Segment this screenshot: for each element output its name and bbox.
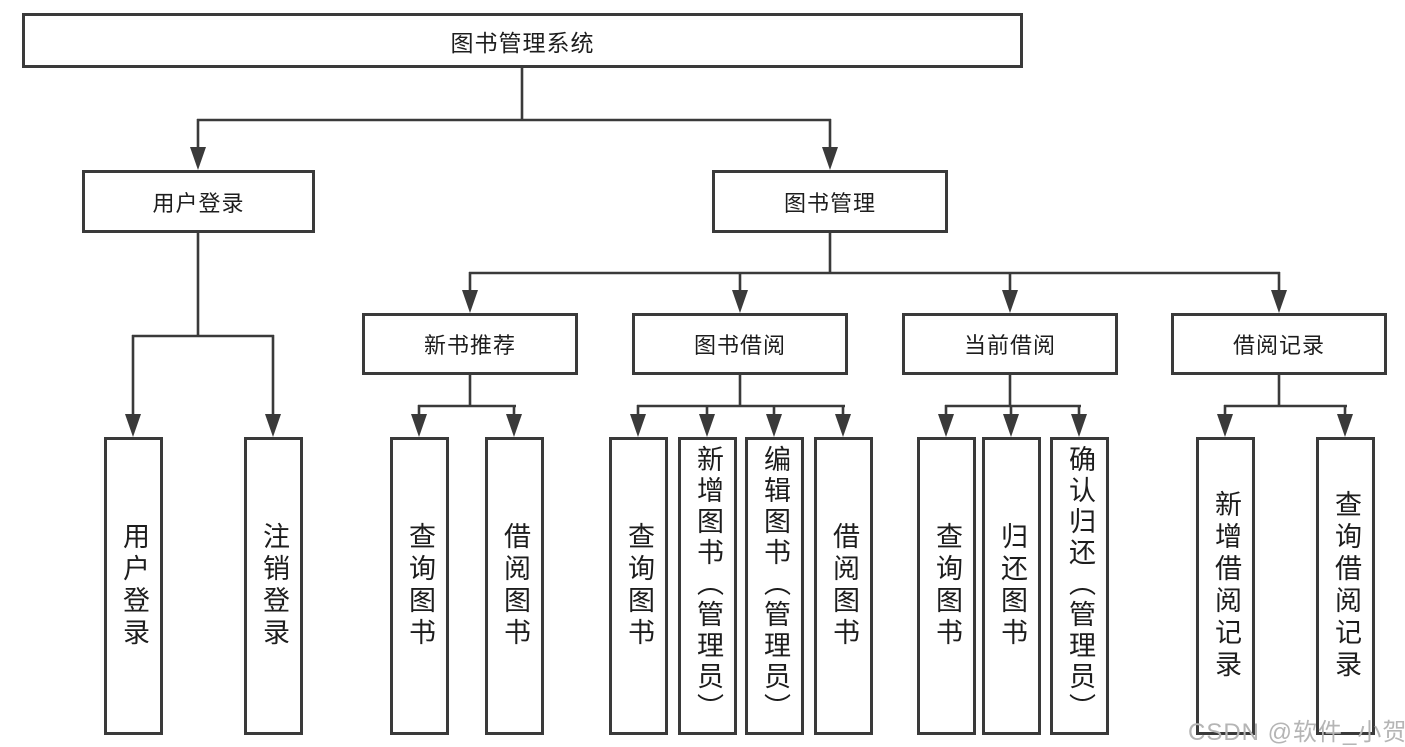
node-borrow-records-label: 借阅记录 bbox=[1232, 333, 1325, 358]
node-user-login-label: 用户登录 bbox=[152, 190, 245, 216]
leaf-add-book-admin: 新增图书（管理员） bbox=[678, 437, 737, 735]
leaf-query-book-current-label: 查询图书 bbox=[932, 522, 962, 650]
leaf-borrow-book-recommend-label: 借阅图书 bbox=[500, 522, 530, 650]
node-user-login: 用户登录 bbox=[82, 170, 315, 233]
leaf-add-book-admin-label: 新增图书（管理员） bbox=[693, 445, 723, 724]
leaf-query-book-borrow: 查询图书 bbox=[609, 437, 668, 735]
leaf-add-borrow-record-label: 新增借阅记录 bbox=[1211, 490, 1241, 682]
connector-newbookrec-to-leaves bbox=[411, 375, 522, 437]
leaf-logout-label: 注销登录 bbox=[259, 522, 289, 650]
leaf-borrow-book: 借阅图书 bbox=[814, 437, 873, 735]
node-book-management: 图书管理 bbox=[712, 170, 948, 233]
node-book-management-label: 图书管理 bbox=[783, 190, 876, 216]
leaf-user-login: 用户登录 bbox=[104, 437, 163, 735]
leaf-query-book-current: 查询图书 bbox=[917, 437, 976, 735]
node-root-label: 图书管理系统 bbox=[450, 29, 595, 56]
node-root: 图书管理系统 bbox=[22, 13, 1023, 68]
connector-userlogin-to-leaves bbox=[125, 233, 281, 437]
leaf-edit-book-admin-label: 编辑图书（管理员） bbox=[760, 445, 790, 724]
leaf-borrow-book-label: 借阅图书 bbox=[829, 522, 859, 650]
leaf-query-book-recommend: 查询图书 bbox=[390, 437, 449, 735]
leaf-return-book-label: 归还图书 bbox=[997, 522, 1027, 650]
leaf-confirm-return-admin: 确认归还（管理员） bbox=[1050, 437, 1109, 735]
node-current-borrow: 当前借阅 bbox=[902, 313, 1118, 375]
node-borrow-records: 借阅记录 bbox=[1171, 313, 1387, 375]
leaf-query-borrow-record-label: 查询借阅记录 bbox=[1331, 490, 1361, 682]
node-new-book-recommend: 新书推荐 bbox=[362, 313, 578, 375]
node-new-book-recommend-label: 新书推荐 bbox=[423, 333, 516, 358]
leaf-query-borrow-record: 查询借阅记录 bbox=[1316, 437, 1375, 735]
leaf-query-book-borrow-label: 查询图书 bbox=[624, 522, 654, 650]
connector-bookborrow-to-leaves bbox=[630, 375, 851, 437]
connector-borrowrecords-to-leaves bbox=[1217, 375, 1353, 437]
leaf-logout: 注销登录 bbox=[244, 437, 303, 735]
leaf-confirm-return-admin-label: 确认归还（管理员） bbox=[1065, 445, 1095, 724]
leaf-user-login-label: 用户登录 bbox=[119, 522, 149, 650]
leaf-query-book-recommend-label: 查询图书 bbox=[405, 522, 435, 650]
leaf-edit-book-admin: 编辑图书（管理员） bbox=[745, 437, 804, 735]
leaf-borrow-book-recommend: 借阅图书 bbox=[485, 437, 544, 735]
csdn-watermark: CSDN @软件_小贺同学 bbox=[1188, 719, 1405, 746]
leaf-return-book: 归还图书 bbox=[982, 437, 1041, 735]
connector-currentborrow-to-leaves bbox=[938, 375, 1087, 437]
node-book-borrow-label: 图书借阅 bbox=[693, 333, 786, 358]
connector-root-to-level2 bbox=[190, 68, 838, 170]
node-current-borrow-label: 当前借阅 bbox=[963, 333, 1056, 358]
connector-bookmgmt-to-level3 bbox=[462, 233, 1287, 313]
leaf-add-borrow-record: 新增借阅记录 bbox=[1196, 437, 1255, 735]
node-book-borrow: 图书借阅 bbox=[632, 313, 848, 375]
